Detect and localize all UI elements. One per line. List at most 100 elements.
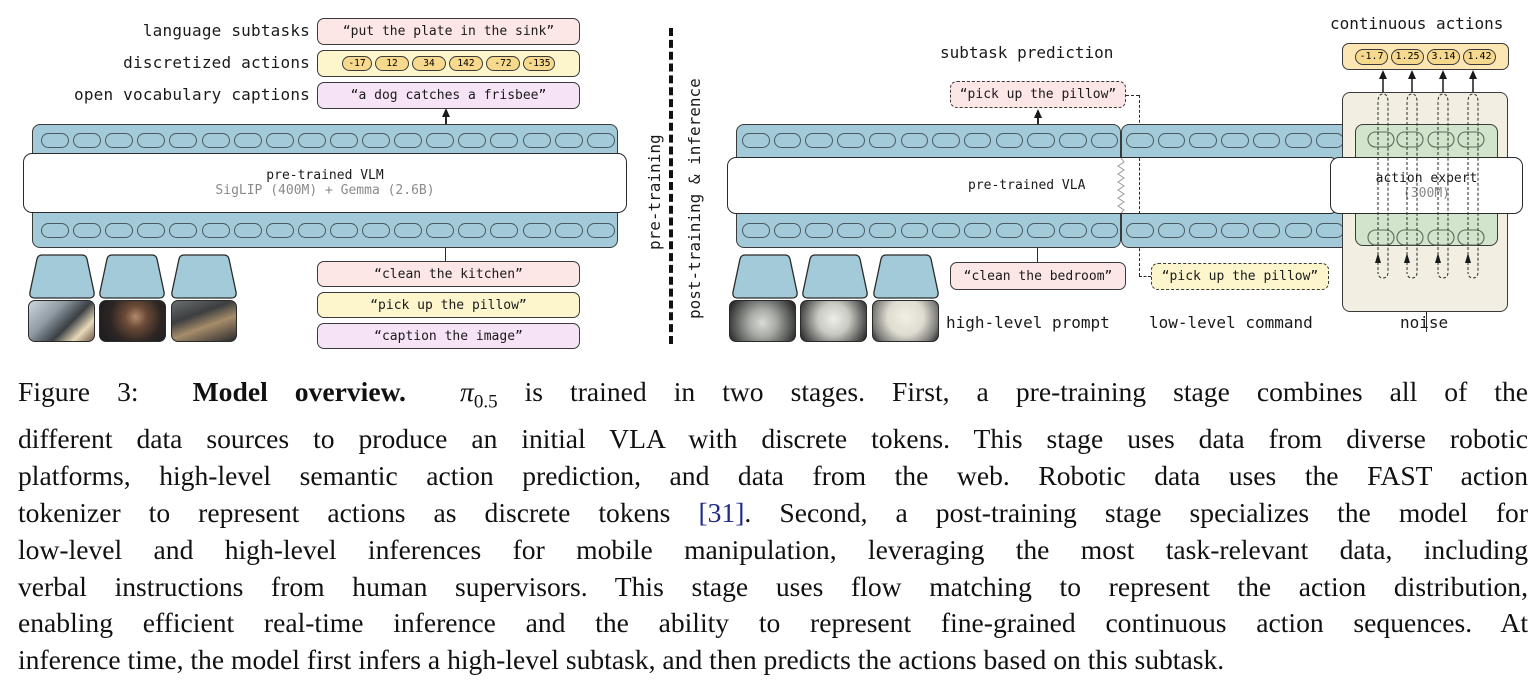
caption-line: platforms, high-level semantic action pr… (18, 460, 1528, 492)
action-token: 12 (375, 56, 409, 71)
label-discretized-actions: discretized actions (123, 53, 310, 72)
caption-line: different data sources to produce an ini… (18, 423, 1528, 455)
action-token: -72 (486, 56, 520, 71)
token (554, 133, 583, 148)
image-encoder-icon (802, 254, 868, 299)
token (1252, 223, 1281, 238)
token (932, 133, 960, 148)
figure-caption: Figure 3: Model overview. π0.5 is traine… (18, 374, 1528, 679)
citation-link[interactable]: [31] (698, 496, 745, 528)
arrow-up-icon (1379, 70, 1387, 79)
arrow-up-icon (1469, 70, 1477, 79)
pretrained-vlm-box: pre-trained VLM SigLIP (400M) + Gemma (2… (23, 153, 627, 213)
token (265, 223, 294, 238)
action-token (1427, 229, 1455, 246)
action-token: -135 (523, 56, 555, 71)
continuous-action-value: -1.7 (1355, 48, 1388, 65)
subtask-output: “pick up the pillow” (950, 81, 1126, 108)
token (490, 223, 519, 238)
arrow-up-icon (1435, 253, 1441, 263)
low-level-command-box: “pick up the pillow” (1151, 263, 1329, 290)
action-expert-title: action expert (1375, 170, 1478, 186)
vlm-title: pre-trained VLM (266, 168, 384, 183)
action-token (1457, 229, 1485, 246)
token (73, 133, 102, 148)
continuous-action-value: 1.42 (1463, 48, 1496, 65)
token (742, 133, 770, 148)
prompt-connector (1037, 248, 1039, 262)
token (522, 223, 551, 238)
token (773, 223, 802, 238)
divider-line (669, 28, 673, 344)
token (329, 223, 358, 238)
token (105, 223, 134, 238)
image-encoder-icon (171, 254, 237, 299)
token (932, 223, 960, 238)
flow-loop (1377, 93, 1389, 279)
low-level-command-label: low-level command (1149, 313, 1313, 332)
caption-bold-title: Model overview. (192, 376, 406, 407)
token (1221, 223, 1249, 238)
image-encoder-icon (99, 254, 165, 299)
bedroom-view-2 (800, 300, 867, 342)
continuous-action-value: 1.25 (1391, 48, 1424, 65)
subtask-prediction-label: subtask prediction (940, 43, 1114, 62)
token (105, 133, 134, 148)
token (805, 133, 833, 148)
subtask-feedback-connector (1139, 276, 1151, 277)
caption-line: verbal instructions from human superviso… (18, 570, 1528, 602)
bedroom-view-1 (729, 300, 796, 342)
prompt-caption-image: “caption the image” (317, 323, 580, 349)
continuous-actions-label: continuous actions (1330, 14, 1504, 33)
flow-loop (1406, 93, 1418, 279)
caption-pi-symbol: π (459, 376, 474, 407)
arrow-up-icon (442, 108, 450, 117)
image-encoder-icon (29, 254, 95, 299)
token (1157, 133, 1186, 148)
output-arrow-line (445, 114, 447, 125)
token (900, 133, 928, 148)
continuous-action-value: 3.14 (1427, 48, 1460, 65)
token (73, 223, 102, 238)
robot-kitchen-image (28, 300, 95, 342)
caption-text: is trained in two stages. First, a pre-t… (497, 376, 1529, 407)
token (41, 133, 69, 148)
token (233, 223, 262, 238)
token (586, 223, 615, 238)
token (169, 223, 198, 238)
flow-loop (1437, 93, 1449, 279)
flow-loop (1467, 93, 1479, 279)
caption-line: Figure 3: Model overview. π0.5 is traine… (18, 374, 1528, 421)
token (586, 133, 615, 148)
token (490, 133, 519, 148)
token (742, 223, 770, 238)
action-token: -17 (342, 56, 372, 71)
high-level-prompt-label: high-level prompt (946, 313, 1110, 332)
prompt-clean-kitchen: “clean the kitchen” (317, 261, 580, 287)
token (522, 133, 551, 148)
action-token (1457, 131, 1485, 148)
arrow-up-icon (1034, 109, 1042, 118)
input-connector (445, 248, 447, 261)
token (137, 133, 166, 148)
token (1284, 133, 1312, 148)
dog-frisbee-image (99, 300, 166, 342)
action-token (1367, 229, 1395, 246)
action-token: 34 (412, 56, 446, 71)
token (458, 133, 487, 148)
token (1284, 223, 1312, 238)
token (1189, 223, 1217, 238)
noise-label: noise (1400, 313, 1449, 332)
continuous-actions-output: -1.7 1.25 3.14 1.42 (1342, 43, 1509, 70)
high-level-prompt-box: “clean the bedroom” (950, 262, 1126, 290)
token (963, 133, 992, 148)
token (265, 133, 294, 148)
action-token (1427, 131, 1455, 148)
token (1090, 223, 1119, 238)
arrow-up-icon (1439, 70, 1447, 79)
token (201, 223, 230, 238)
token (868, 223, 897, 238)
token (297, 133, 326, 148)
token (1316, 133, 1344, 148)
token (1126, 223, 1154, 238)
